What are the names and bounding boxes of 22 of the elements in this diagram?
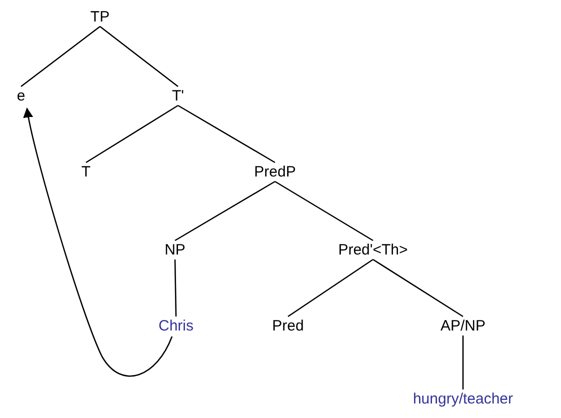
category-label: T: [80, 164, 92, 180]
tree-branch: [100, 26, 178, 88]
category-label: Pred'<Th>: [337, 242, 409, 258]
tree-branch: [86, 104, 178, 164]
category-label: PredP: [253, 164, 297, 180]
category-label: NP: [164, 242, 186, 258]
tree-branch: [174, 259, 177, 317]
tree-branch: [274, 180, 374, 242]
word-label: Chris: [158, 318, 194, 334]
category-label: AP/NP: [440, 318, 486, 334]
category-label: e: [16, 88, 26, 104]
tree-branch: [20, 26, 100, 88]
tree-branch: [372, 258, 464, 318]
tree-branch: [462, 336, 464, 390]
tree-branch: [174, 180, 276, 242]
tree-branch: [288, 258, 374, 318]
category-label: TP: [89, 8, 111, 26]
category-label: Pred: [271, 318, 305, 334]
movement-arrow: [24, 108, 173, 377]
category-label: T': [170, 88, 186, 104]
word-label: hungry/teacher: [412, 390, 514, 408]
tree-branch: [178, 104, 276, 164]
